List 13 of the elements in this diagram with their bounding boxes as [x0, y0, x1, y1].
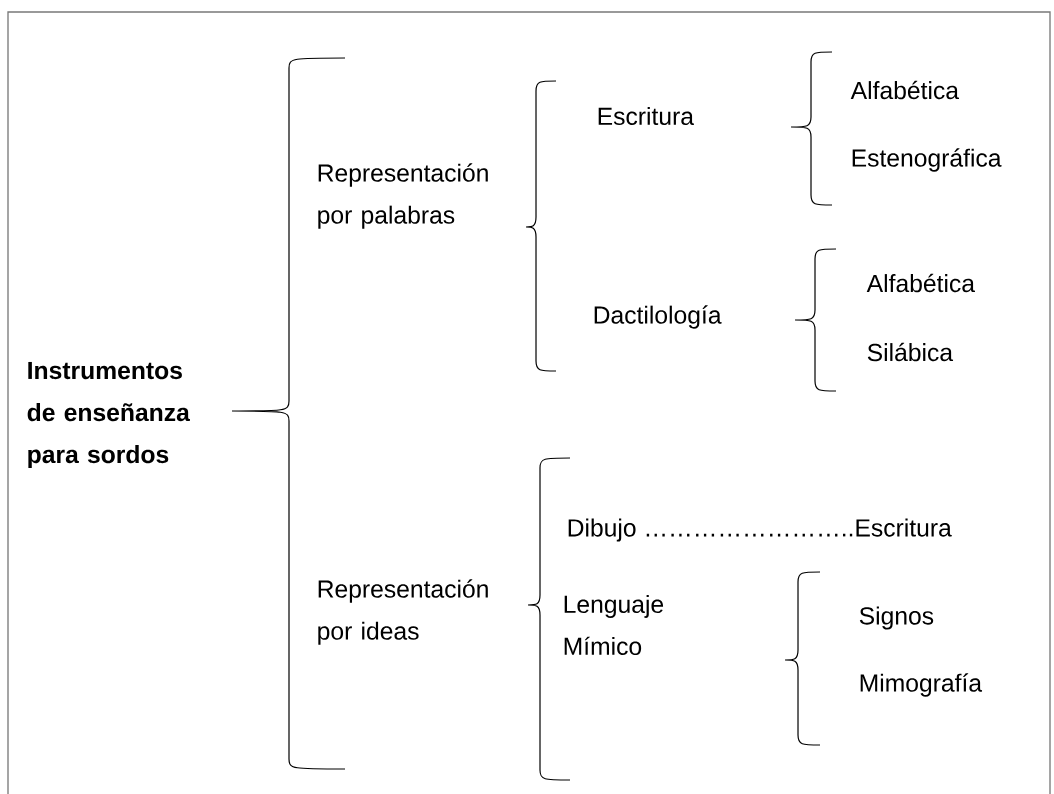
branch-label: Alfabética	[850, 80, 959, 100]
branch-label: Signos	[859, 606, 934, 630]
branch-label: Estenográfica	[852, 148, 1002, 172]
branch-label: Lenguaje Mímico	[564, 594, 664, 656]
branch-label: Escritura	[598, 106, 694, 126]
branch-label: Alfabética	[866, 273, 975, 293]
branch-label: Representación por palabras	[318, 163, 488, 229]
branch-label: Dactilología	[594, 305, 722, 329]
heading-label: Instrumentos de enseñanza para sordos	[27, 361, 190, 469]
branch-label: Mimografía	[860, 673, 983, 697]
branch-label: Representación por ideas	[318, 579, 488, 645]
branch-label: Dibujo ……………………..Escritura	[568, 518, 952, 542]
branch-label: Silábica	[867, 342, 954, 362]
